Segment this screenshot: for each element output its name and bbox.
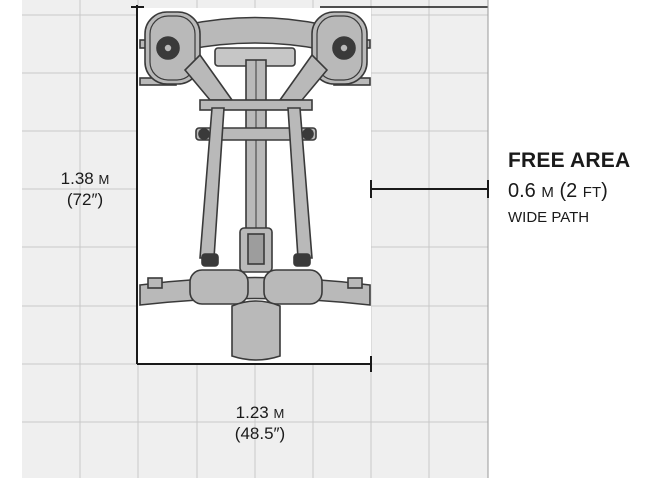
width-dimension-label: 1.23 M (48.5″)	[210, 402, 310, 445]
height-imperial: (72″)	[66, 190, 104, 210]
dimension-lines	[131, 0, 489, 478]
free-area-unit: M	[541, 184, 554, 201]
height-value: 1.38	[60, 169, 94, 188]
height-dimension-label: 1.38 M (72″)	[40, 168, 130, 211]
gym-machine-icon	[139, 11, 371, 361]
width-value: 1.23	[235, 403, 269, 422]
free-area-imperial-close: )	[601, 180, 608, 202]
weight-plate-icon	[144, 11, 201, 85]
weight-plate-icon	[311, 11, 368, 85]
height-unit: M	[98, 172, 110, 187]
free-area-value: 0.6	[508, 180, 536, 202]
free-area-imperial-open: (2	[559, 180, 578, 202]
free-area-distance: 0.6 M (2 FT)	[508, 180, 608, 203]
width-unit: M	[273, 406, 285, 421]
free-area-title: FREE AREA	[508, 149, 631, 172]
free-area-path-label: WIDE PATH	[508, 209, 590, 226]
width-imperial: (48.5″)	[234, 424, 286, 444]
free-area-imperial-unit: FT	[582, 184, 602, 201]
